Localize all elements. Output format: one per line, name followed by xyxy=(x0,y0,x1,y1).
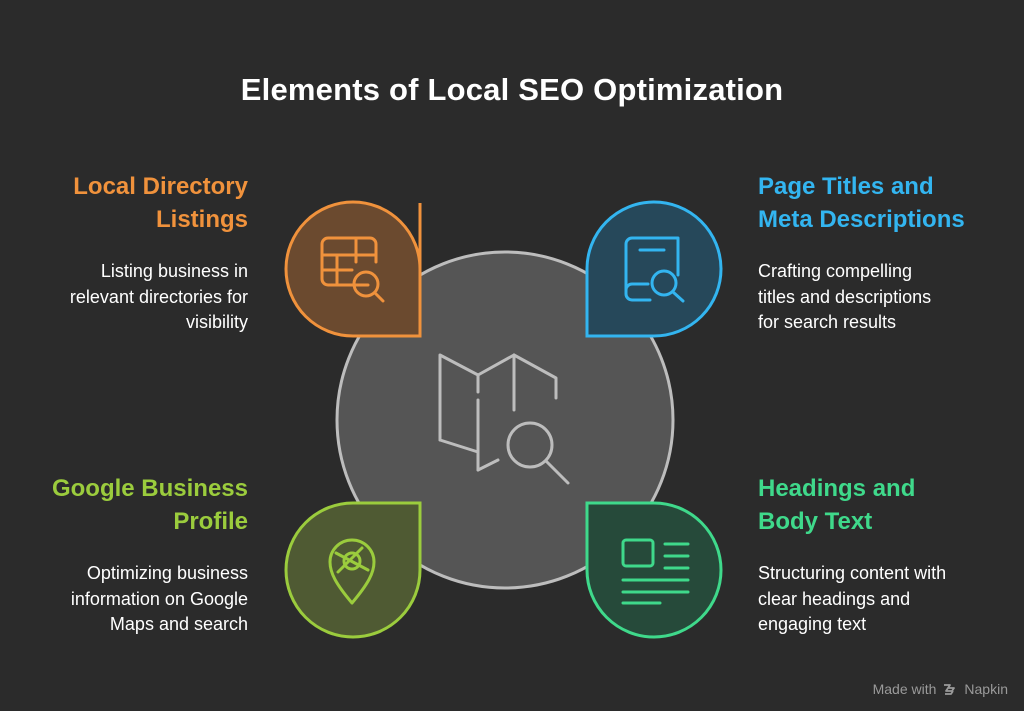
block-title: Google Business Profile xyxy=(51,475,248,535)
block-page-titles-meta: Page Titles and Meta Descriptions Crafti… xyxy=(758,170,998,336)
block-description: Crafting compelling titles and descripti… xyxy=(758,261,932,332)
block-google-business-profile: Google Business Profile Optimizing busin… xyxy=(8,472,248,638)
block-local-directory-listings: Local Directory Listings Listing busines… xyxy=(8,170,248,336)
map-pin-icon xyxy=(328,538,376,605)
badge-headings xyxy=(585,501,723,639)
book-search-icon xyxy=(624,236,685,303)
block-title: Headings and Body Text xyxy=(758,475,916,535)
badge-page-titles xyxy=(585,200,723,338)
block-description: Listing business in relevant directories… xyxy=(69,261,248,332)
block-title: Local Directory Listings xyxy=(73,173,248,233)
watermark-text: Made with xyxy=(872,681,937,697)
block-headings-body-text: Headings and Body Text Structuring conte… xyxy=(758,472,998,638)
napkin-logo-icon xyxy=(944,684,956,695)
block-description: Optimizing business information on Googl… xyxy=(70,563,248,634)
block-description: Structuring content with clear headings … xyxy=(758,563,947,634)
map-search-icon xyxy=(438,353,570,485)
page-title: Elements of Local SEO Optimization xyxy=(240,72,784,107)
article-icon xyxy=(621,538,690,605)
watermark-brand: Napkin xyxy=(964,681,1008,697)
watermark[interactable]: Made with Napkin xyxy=(873,681,1008,697)
block-title: Page Titles and Meta Descriptions xyxy=(758,173,965,233)
directory-search-icon xyxy=(320,236,385,303)
